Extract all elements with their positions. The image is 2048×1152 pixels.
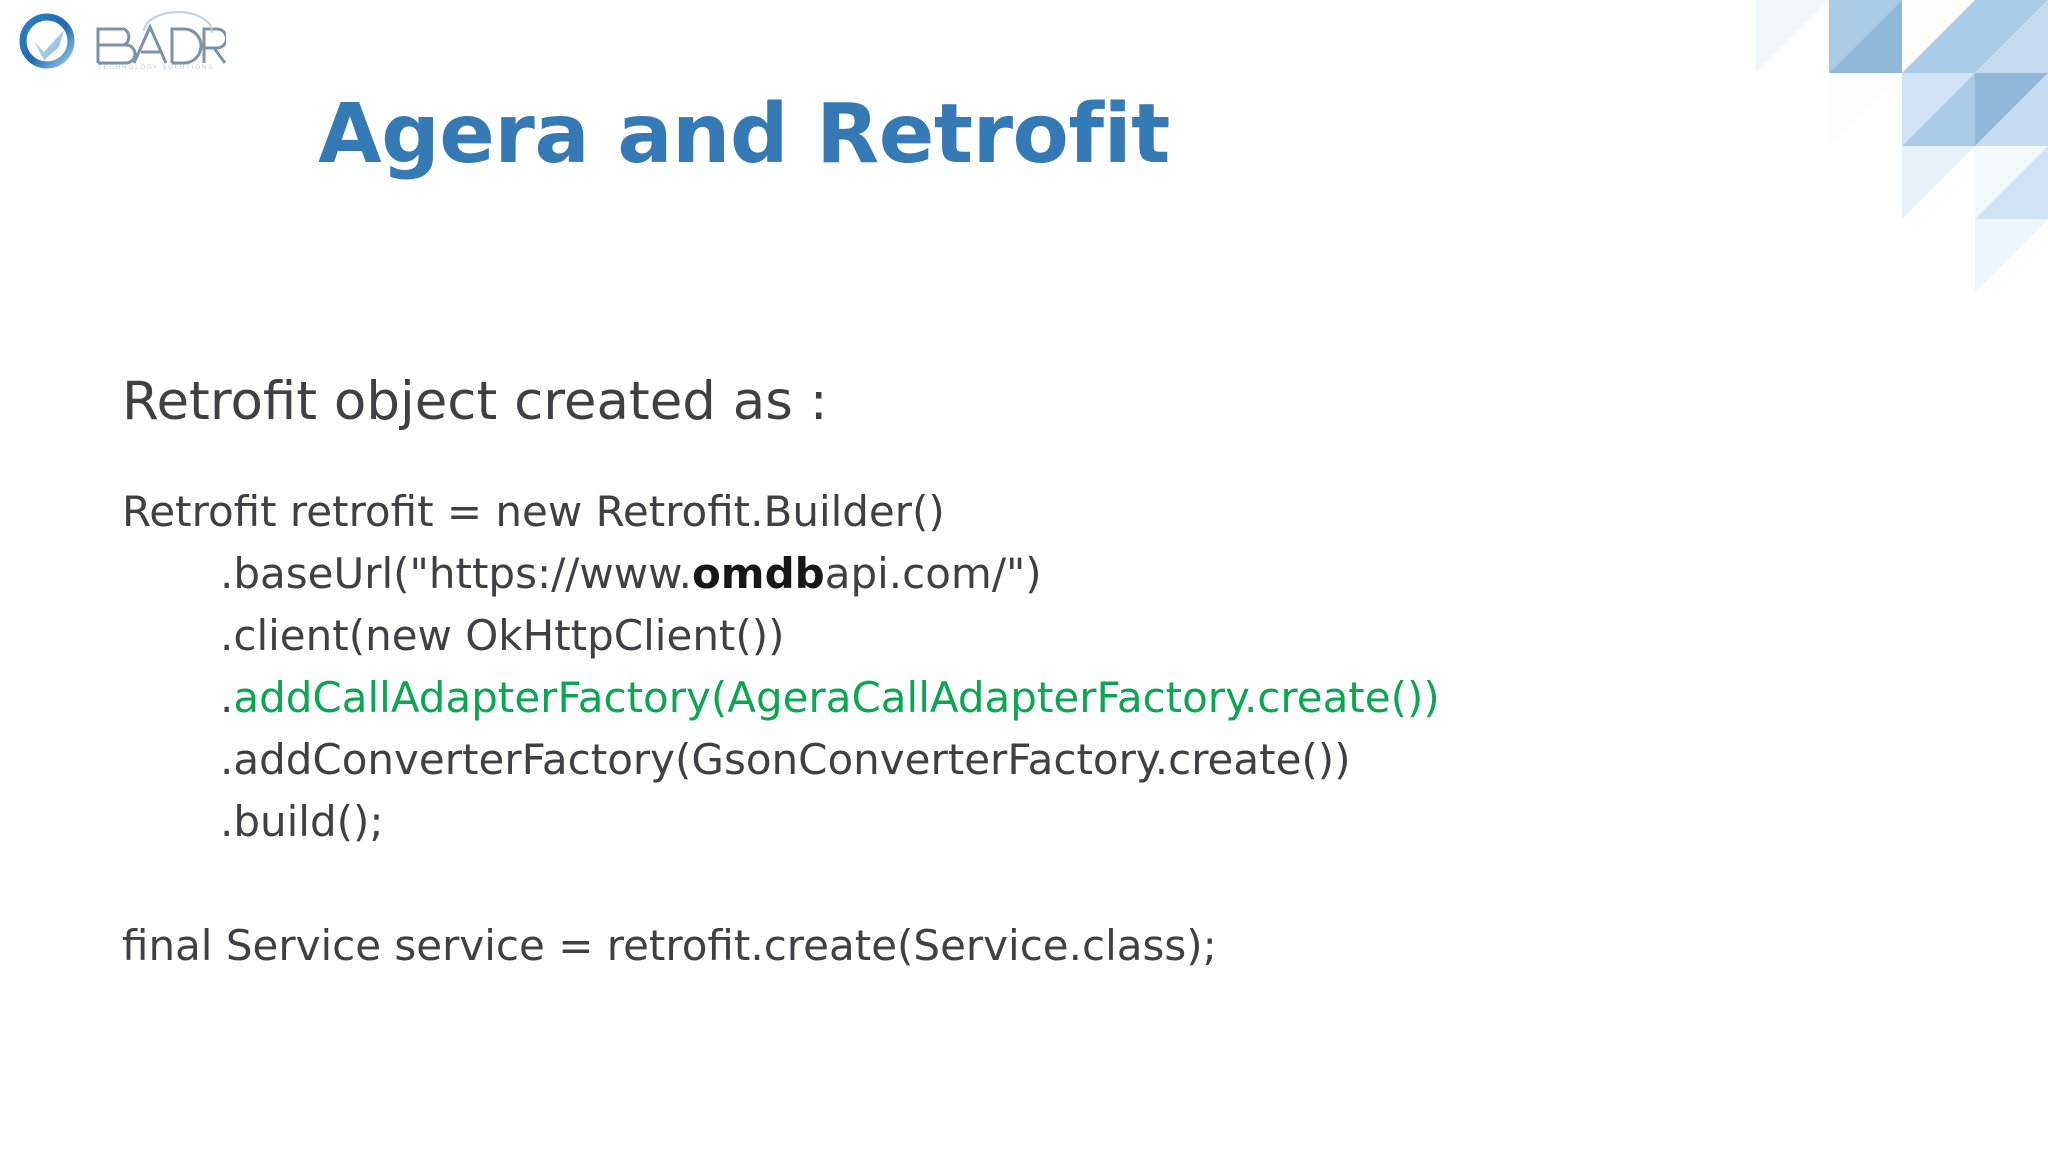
code-line-5: .addConverterFactory(GsonConverterFactor… bbox=[220, 735, 1351, 785]
svg-text:TECHNOLOGY SOLUTIONS: TECHNOLOGY SOLUTIONS bbox=[97, 63, 214, 71]
code-line-2-suffix: api.com/") bbox=[824, 549, 1042, 599]
code-spacer bbox=[122, 853, 1822, 915]
code-line-4-dot: . bbox=[220, 673, 234, 723]
badr-logo: TECHNOLOGY SOLUTIONS bbox=[16, 10, 231, 72]
code-line-2: .baseUrl("https://www.omdbapi.com/") bbox=[122, 543, 1822, 605]
code-line-7: final Service service = retrofit.create(… bbox=[122, 921, 1217, 971]
page-title: Agera and Retrofit bbox=[318, 87, 1170, 182]
badr-wordmark: TECHNOLOGY SOLUTIONS bbox=[86, 11, 226, 71]
code-line-4-highlight: addCallAdapterFactory(AgeraCallAdapterFa… bbox=[233, 673, 1440, 723]
code-line-1: Retrofit retrofit = new Retrofit.Builder… bbox=[122, 487, 945, 537]
code-line-6: .build(); bbox=[220, 797, 384, 847]
code-line-2-bold: omdb bbox=[691, 549, 825, 599]
slide-body: Retrofit object created as : Retrofit re… bbox=[122, 372, 1822, 977]
checkmark-circle-icon bbox=[16, 10, 78, 72]
code-line-4: .addCallAdapterFactory(AgeraCallAdapterF… bbox=[122, 667, 1822, 729]
code-line-3: .client(new OkHttpClient()) bbox=[220, 611, 785, 661]
lead-heading: Retrofit object created as : bbox=[122, 371, 828, 432]
code-line-2-prefix: .baseUrl("https://www. bbox=[220, 549, 692, 599]
